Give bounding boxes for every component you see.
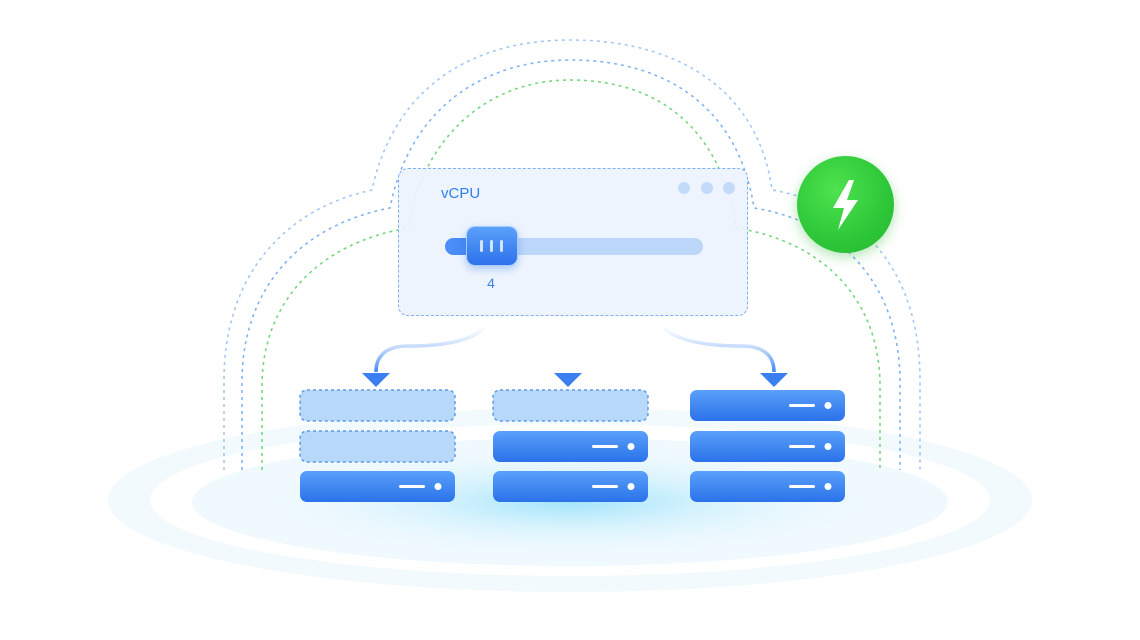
arrow-down-icon	[362, 373, 390, 387]
grip-line	[490, 240, 493, 252]
server-status-bar	[789, 485, 815, 488]
server-stack-right	[690, 390, 845, 502]
lightning-icon	[833, 180, 858, 230]
cloud-outline	[223, 39, 921, 470]
panel-title: vCPU	[441, 185, 481, 202]
server-icon	[493, 431, 648, 462]
grip-line	[480, 240, 483, 252]
server-stacks	[299, 389, 845, 502]
window-dot	[701, 182, 713, 194]
server-stack-center	[492, 389, 649, 502]
server-status-led	[627, 443, 635, 450]
server-slot-empty	[299, 389, 456, 422]
server-status-bar	[789, 404, 815, 407]
window-dot	[723, 182, 735, 194]
server-status-bar	[789, 445, 815, 448]
arrow-down-icon	[760, 373, 788, 387]
server-status-led	[627, 483, 635, 490]
server-status-led	[434, 483, 442, 490]
arrow-down-icon	[554, 373, 582, 387]
grip-line	[500, 240, 503, 252]
server-status-led	[824, 402, 832, 409]
server-icon	[300, 471, 455, 502]
window-dot	[678, 182, 690, 194]
server-status-bar	[399, 485, 425, 488]
server-status-bar	[592, 445, 618, 448]
server-stack-left	[299, 389, 456, 502]
server-status-led	[824, 483, 832, 490]
server-slot-empty	[492, 389, 649, 422]
arrow-left	[362, 326, 486, 387]
server-status-led	[824, 443, 832, 450]
vcpu-slider-handle[interactable]	[466, 226, 518, 266]
arrow-center	[554, 332, 582, 387]
vcpu-slider-value: 4	[487, 275, 495, 291]
server-slot-empty	[299, 430, 456, 463]
lightning-badge	[797, 156, 894, 253]
arrow-right	[662, 326, 788, 387]
server-icon	[690, 471, 845, 502]
server-icon	[493, 471, 648, 502]
server-icon	[690, 390, 845, 421]
server-icon	[690, 431, 845, 462]
server-status-bar	[592, 485, 618, 488]
vcpu-panel: vCPU 4	[398, 168, 748, 316]
